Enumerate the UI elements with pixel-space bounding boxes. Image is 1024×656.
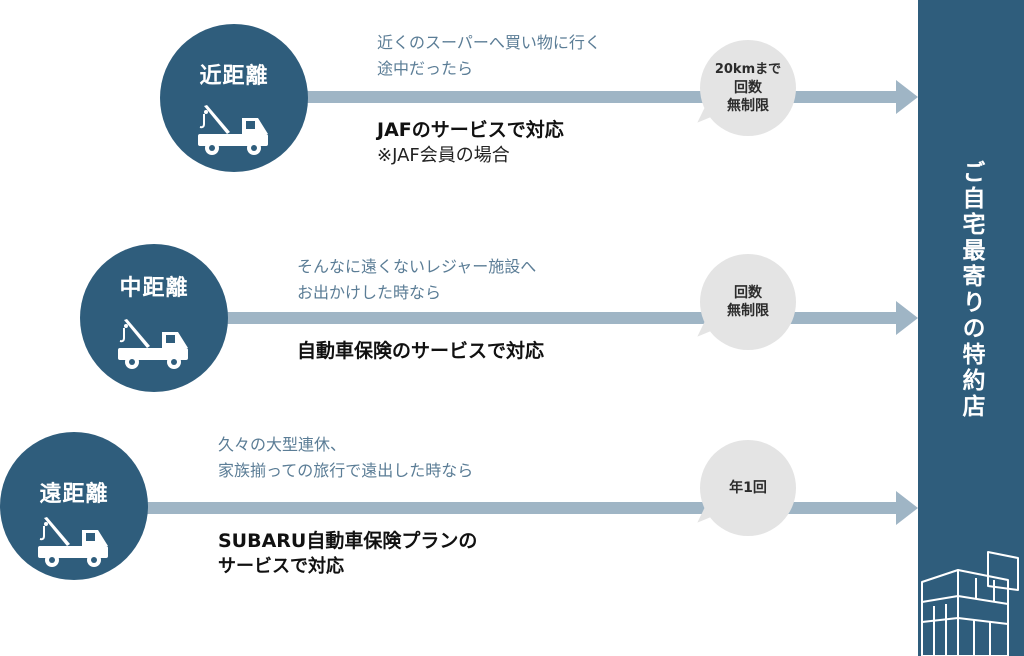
far-situation-line2: 家族揃っての旅行で遠出した時なら	[218, 461, 474, 480]
near-situation-line1: 近くのスーパーへ買い物に行く	[377, 33, 601, 52]
destination-bar: ご自宅最寄りの特約店	[918, 0, 1024, 656]
tow-truck-icon	[198, 105, 268, 155]
arrow-far	[130, 491, 918, 525]
middle-limit-bubble: 回数 無制限	[691, 254, 796, 350]
middle-situation-line2: お出かけした時なら	[297, 283, 442, 302]
near-bubble-line1: 20kmまで	[714, 62, 782, 77]
tow-truck-icon	[118, 319, 188, 369]
far-service-line1: SUBARU自動車保険プランの	[218, 530, 478, 552]
far-situation: 久々の大型連休、 家族揃っての旅行で遠出した時なら	[218, 432, 473, 484]
near-service-note: ※JAF会員の場合	[377, 145, 510, 166]
middle-bubble-line1: 回数	[734, 285, 762, 301]
near-limit-bubble: 20kmまで 回数 無制限	[691, 40, 796, 136]
far-service: SUBARU自動車保険プランの サービスで対応	[218, 528, 477, 580]
far-distance-label: 遠距離	[39, 482, 109, 507]
destination-label: ご自宅最寄りの特約店	[958, 160, 984, 420]
arrow-near	[290, 80, 918, 114]
near-situation-line2: 途中だったら	[377, 59, 474, 78]
middle-situation-line1: そんなに遠くないレジャー施設へ	[297, 257, 537, 276]
far-service-line2: サービスで対応	[218, 556, 344, 577]
arrow-middle	[210, 301, 918, 335]
near-situation: 近くのスーパーへ買い物に行く 途中だったら	[377, 30, 601, 82]
far-situation-line1: 久々の大型連休、	[218, 435, 347, 454]
far-bubble-line1: 年1回	[729, 480, 767, 496]
near-service-line1: JAFのサービスで対応	[377, 119, 564, 141]
near-bubble-line3: 無制限	[727, 98, 769, 114]
middle-bubble-line2: 無制限	[727, 303, 769, 319]
middle-service-line1: 自動車保険のサービスで対応	[297, 340, 545, 362]
tow-truck-icon	[38, 517, 108, 567]
building-icon	[921, 551, 1019, 656]
near-distance-circle: 近距離	[160, 24, 308, 172]
middle-service: 自動車保険のサービスで対応	[297, 338, 544, 364]
far-limit-bubble: 年1回	[691, 440, 796, 536]
near-distance-label: 近距離	[199, 64, 269, 89]
middle-distance-circle: 中距離	[80, 244, 228, 392]
middle-distance-label: 中距離	[119, 276, 189, 301]
near-service: JAFのサービスで対応 ※JAF会員の場合	[377, 117, 564, 169]
middle-situation: そんなに遠くないレジャー施設へ お出かけした時なら	[297, 254, 536, 306]
far-distance-circle: 遠距離	[0, 432, 148, 580]
near-bubble-line2: 回数	[734, 80, 762, 96]
